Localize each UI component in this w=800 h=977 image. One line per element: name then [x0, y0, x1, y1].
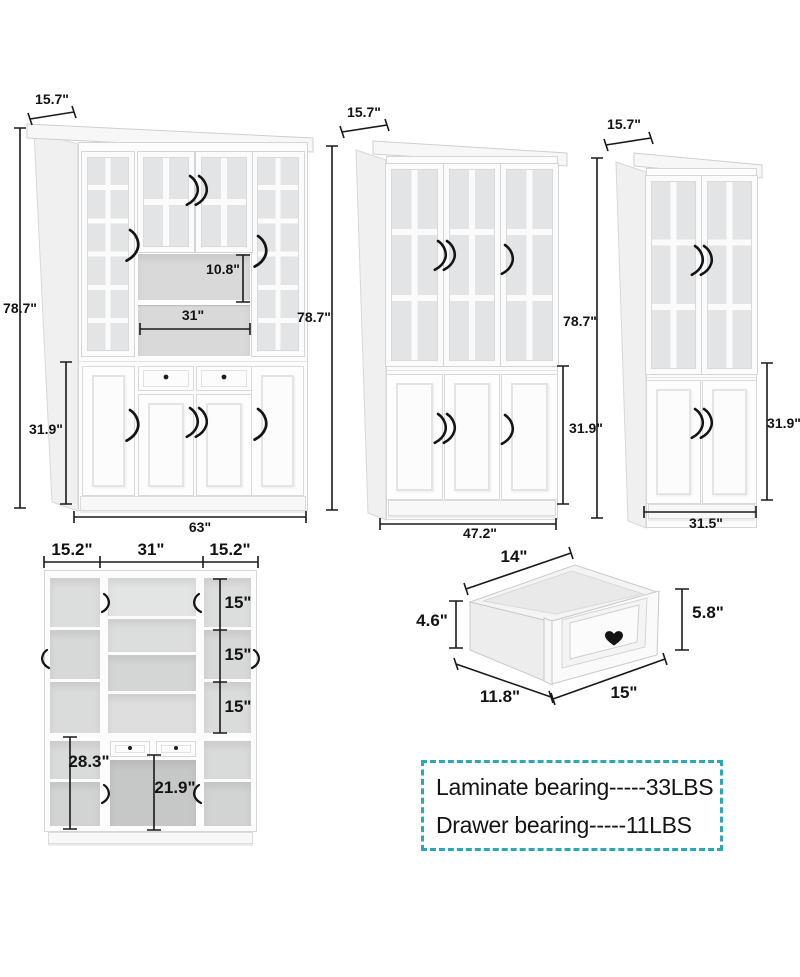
large-cabinet-bottom-left-door [82, 366, 135, 496]
dim-label-medium-width: 47.2" [463, 525, 497, 541]
medium-cabinet-glass-door-1 [386, 164, 443, 366]
dim-label-large-height: 78.7" [3, 300, 37, 316]
medium-cabinet-glass-door-2 [444, 164, 500, 366]
large-cabinet-drawer-right [196, 366, 252, 391]
medium-cabinet-bottom-door-2 [444, 374, 500, 500]
small-cabinet-glass-door-left [646, 176, 701, 374]
interior-bay [50, 782, 100, 826]
interior-bay [204, 782, 251, 826]
interior-bay [50, 630, 100, 679]
small-cabinet-bottom-door-left [646, 380, 701, 504]
interior-bay [108, 578, 196, 616]
dim-label-small-base-height: 31.9" [767, 415, 800, 431]
dim-label-small-top-depth: 15.7" [607, 116, 641, 132]
dim-label-large-opening-width: 31" [181, 307, 205, 323]
dim-label-interior-center-bottom-height: 21.9" [154, 778, 196, 797]
medium-cabinet-glass-door-3 [501, 164, 558, 366]
dim-label-drawer-bottom-depth: 11.8" [479, 687, 521, 706]
interior-bay [108, 619, 196, 652]
large-cabinet-right-glass-door [252, 152, 304, 356]
drawer-illustration [468, 564, 660, 686]
dim-label-large-width: 63" [188, 519, 212, 535]
interior-bay [50, 578, 100, 627]
capacity-note-line-1: Laminate bearing-----33LBS [436, 774, 714, 800]
dim-label-interior-right-width: 15.2" [209, 540, 251, 559]
dim-label-drawer-front-height: 5.8" [692, 603, 724, 622]
interior-drawer-left [110, 741, 150, 757]
dim-label-large-opening-height: 10.8" [206, 261, 240, 277]
dim-label-shelf-height-3: 15" [224, 697, 252, 716]
dim-label-interior-left-width: 15.2" [51, 540, 93, 559]
small-cabinet-glass-door-right [702, 176, 757, 374]
dim-label-medium-height: 78.7" [297, 309, 331, 325]
medium-cabinet-side-panel [355, 149, 387, 521]
dim-label-interior-center-width: 31" [137, 540, 165, 559]
capacity-note-box: Laminate bearing-----33LBS Drawer bearin… [421, 760, 723, 851]
large-cabinet-plinth [80, 496, 306, 511]
interior-drawer-right [156, 741, 196, 757]
heart-knob-icon [605, 631, 623, 646]
interior-bay [50, 682, 100, 733]
dim-label-small-height: 78.7" [563, 313, 597, 329]
dim-label-drawer-front-width: 15" [610, 683, 638, 702]
dim-label-shelf-height-1: 15" [224, 593, 252, 612]
capacity-note-line-2: Drawer bearing-----11LBS [436, 812, 692, 838]
medium-cabinet-bottom-door-1 [386, 374, 443, 500]
large-cabinet-drawer-left [138, 366, 194, 391]
large-cabinet-bottom-center-door-right [196, 394, 252, 496]
dim-label-medium-base-height: 31.9" [569, 420, 603, 436]
large-cabinet-upper-center-glass-door-right [196, 152, 252, 252]
interior-bay [108, 655, 196, 691]
small-cabinet-side-panel [615, 161, 647, 529]
large-cabinet-open-shelf-board [138, 300, 250, 305]
medium-cabinet-plinth [388, 500, 556, 516]
large-cabinet-seam [79, 361, 307, 362]
dim-label-large-base-height: 31.9" [29, 421, 63, 437]
dim-label-interior-left-bottom-height: 28.3" [68, 752, 110, 771]
small-cabinet-bottom-door-right [702, 380, 757, 504]
medium-cabinet-seam [387, 370, 557, 371]
dim-label-shelf-height-2: 15" [224, 645, 252, 664]
large-cabinet-left-glass-door [82, 152, 134, 356]
small-cabinet-seam [647, 377, 756, 378]
large-cabinet-bottom-right-door [251, 366, 304, 496]
dim-lines-drawer [449, 546, 689, 706]
dim-label-medium-top-depth: 15.7" [347, 104, 381, 120]
interior-bay [204, 741, 251, 779]
large-cabinet-upper-center-glass-door-left [138, 152, 194, 252]
dim-label-drawer-top-depth: 14" [500, 547, 528, 566]
dim-label-small-width: 31.5" [689, 515, 723, 531]
dim-label-large-top-depth: 15.7" [35, 91, 69, 107]
interior-bay [108, 694, 196, 733]
large-cabinet-bottom-center-door-left [138, 394, 194, 496]
interior-view-plinth [48, 832, 253, 844]
dim-label-drawer-side-height: 4.6" [416, 611, 448, 630]
large-cabinet-side-panel [33, 131, 79, 512]
medium-cabinet-bottom-door-3 [501, 374, 558, 500]
